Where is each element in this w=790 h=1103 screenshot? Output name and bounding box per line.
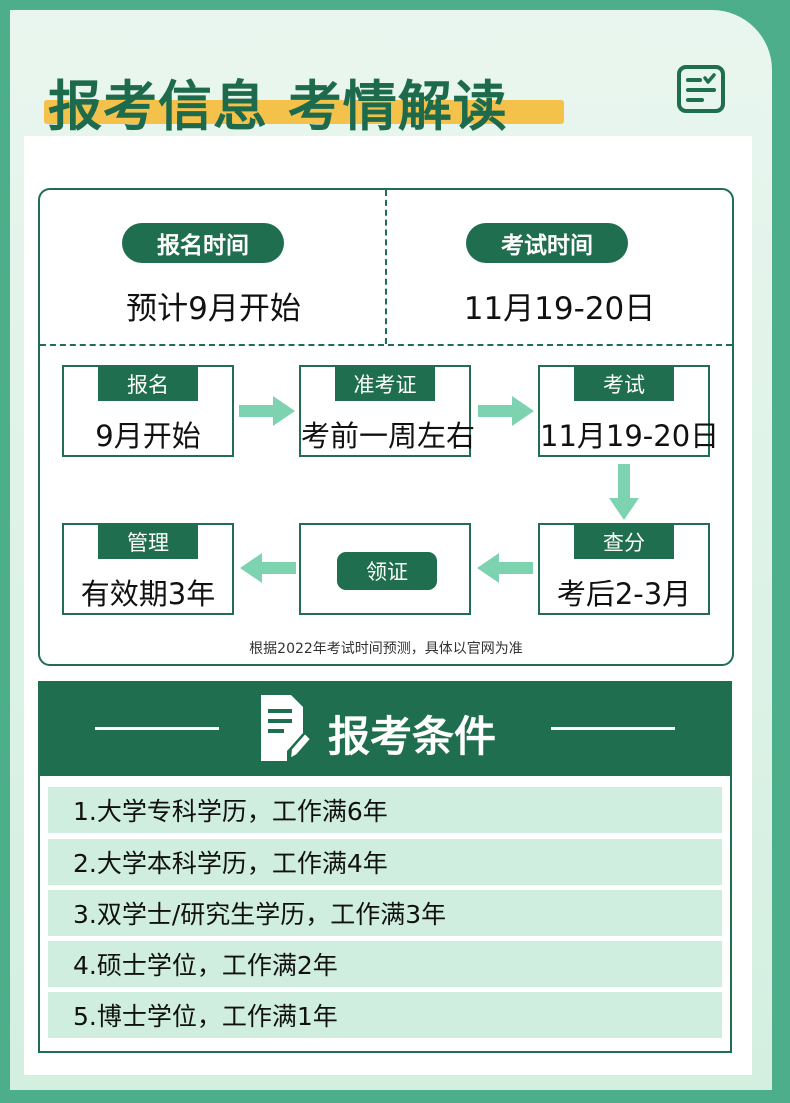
registration-time-value: 预计9月开始	[126, 291, 301, 327]
arrow-left-icon	[477, 553, 533, 583]
checklist-icon	[677, 65, 725, 113]
step-value: 考后2-3月	[556, 577, 692, 611]
step-score-check: 查分 考后2-3月	[538, 523, 710, 615]
step-tag: 管理	[98, 525, 198, 559]
condition-item: 4.硕士学位，工作满2年	[48, 941, 722, 987]
exam-time-value: 11月19-20日	[463, 291, 656, 327]
document-edit-icon	[261, 695, 311, 761]
condition-item: 3.双学士/研究生学历，工作满3年	[48, 890, 722, 936]
step-value: 9月开始	[95, 419, 201, 453]
condition-item: 1.大学专科学历，工作满6年	[48, 787, 722, 833]
arrow-left-icon	[240, 553, 296, 583]
step-value: 11月19-20日	[540, 419, 720, 453]
step-tag: 考试	[574, 367, 674, 401]
step-tag: 报名	[98, 367, 198, 401]
title-highlight	[44, 100, 564, 124]
arrow-down-icon	[609, 464, 639, 520]
step-tag: 准考证	[335, 367, 435, 401]
step-admission-ticket: 准考证 考前一周左右	[299, 365, 476, 457]
header-rule-left	[95, 727, 219, 730]
step-registration: 报名 9月开始	[62, 365, 234, 457]
divider-horizontal	[40, 344, 732, 346]
divider-vertical	[385, 190, 387, 344]
registration-time-label: 报名时间	[122, 223, 284, 263]
arrow-right-icon	[239, 396, 295, 426]
arrow-right-icon	[478, 396, 534, 426]
footnote: 根据2022年考试时间预测，具体以官网为准	[249, 641, 523, 657]
step-exam: 考试 11月19-20日	[538, 365, 720, 457]
header-rule-right	[551, 727, 675, 730]
step-value: 有效期3年	[80, 577, 216, 611]
step-tag: 领证	[337, 552, 437, 590]
page-title: 报考信息 考情解读	[48, 75, 508, 138]
condition-item: 5.博士学位，工作满1年	[48, 992, 722, 1038]
condition-item: 2.大学本科学历，工作满4年	[48, 839, 722, 885]
step-value: 考前一周左右	[301, 419, 476, 453]
exam-time-label: 考试时间	[466, 223, 628, 263]
conditions-title: 报考条件	[328, 712, 497, 761]
step-certificate: 领证	[299, 523, 471, 615]
step-management: 管理 有效期3年	[62, 523, 234, 615]
step-tag: 查分	[574, 525, 674, 559]
